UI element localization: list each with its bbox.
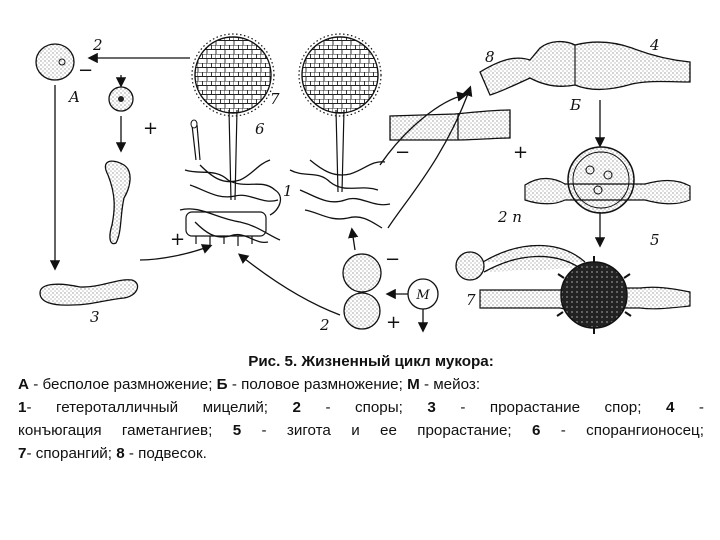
label-1: 1 xyxy=(283,182,293,200)
label-2-bottom: 2 xyxy=(319,316,330,334)
text-6: - спорангионосец; xyxy=(540,422,704,439)
label-2-top: 2 xyxy=(92,36,103,54)
text-4-cont: конъюгация гаметангиев; xyxy=(18,422,212,439)
text-1: - гетероталличный мицелий; xyxy=(26,399,268,416)
germ-tube-spore xyxy=(40,280,138,305)
label-7-mid: 7 xyxy=(270,90,280,108)
sporangium-right xyxy=(299,34,381,192)
sporangium-left xyxy=(192,34,274,200)
label-5: 5 xyxy=(650,231,660,249)
caption-line-2: 1- гетероталличный мицелий; 2 - споры; 3… xyxy=(18,396,704,419)
hypha-suspensor xyxy=(390,110,510,140)
sign-plus-right: + xyxy=(513,142,528,163)
label-B: Б xyxy=(569,96,581,114)
meiosis-label: M xyxy=(415,288,430,303)
zygote-germ-sporangium xyxy=(456,246,585,281)
text-B: - половое размножение; xyxy=(228,376,407,393)
spore-bottom-a xyxy=(343,254,381,292)
caption-line-3: конъюгация гаметангиев; 5 - зигота и ее … xyxy=(18,419,704,442)
key-M: М xyxy=(407,376,420,393)
label-A: A xyxy=(67,88,80,106)
label-8: 8 xyxy=(485,48,495,66)
caption-title: Рис. 5. Жизненный цикл мукора: xyxy=(18,350,704,373)
label-6-mid: 6 xyxy=(255,120,265,138)
key-8: 8 xyxy=(116,445,124,462)
spore-top-left xyxy=(36,44,74,80)
label-7-bottom: 7 xyxy=(466,291,476,309)
key-2: 2 xyxy=(293,399,301,416)
label-4: 4 xyxy=(649,36,660,54)
sign-minus-bottom: − xyxy=(385,249,400,270)
text-3: - прорастание спор; xyxy=(436,399,642,416)
key-3: 3 xyxy=(427,399,435,416)
caption-line-1: А - бесполое размножение; Б - половое ра… xyxy=(18,373,704,396)
key-B: Б xyxy=(217,376,228,393)
key-5: 5 xyxy=(233,422,241,439)
text-M: - мейоз: xyxy=(420,376,480,393)
text-5: - зигота и ее прорастание; xyxy=(241,422,512,439)
life-cycle-diagram: M 2 A xyxy=(0,0,720,340)
text-2: - споры; xyxy=(301,399,403,416)
young-zygote xyxy=(525,147,690,213)
sign-minus-right: − xyxy=(395,142,410,163)
sign-minus-top: − xyxy=(78,60,93,81)
sign-plus-bottom: + xyxy=(386,312,401,333)
spore-bottom-b xyxy=(344,293,380,329)
label-3: 3 xyxy=(90,308,100,326)
text-4: - xyxy=(674,399,704,416)
sign-plus-left: + xyxy=(170,229,185,250)
young-sporangiophore xyxy=(191,120,200,160)
mycelium-left-base xyxy=(186,212,266,246)
key-A: А xyxy=(18,376,29,393)
spore-small xyxy=(109,87,133,111)
text-A: - бесполое размножение; xyxy=(29,376,217,393)
caption-line-4: 7- спорангий; 8 - подвесок. xyxy=(18,442,704,465)
figure-caption: Рис. 5. Жизненный цикл мукора: А - беспо… xyxy=(18,350,704,465)
sign-plus-a: + xyxy=(143,118,158,139)
mycelium xyxy=(180,160,390,242)
text-8: - подвесок. xyxy=(125,445,207,462)
label-2n: 2 п xyxy=(497,208,522,226)
text-7: - спорангий; xyxy=(26,445,116,462)
meiosis-marker: M xyxy=(408,279,438,309)
germinating-spore xyxy=(105,161,130,244)
